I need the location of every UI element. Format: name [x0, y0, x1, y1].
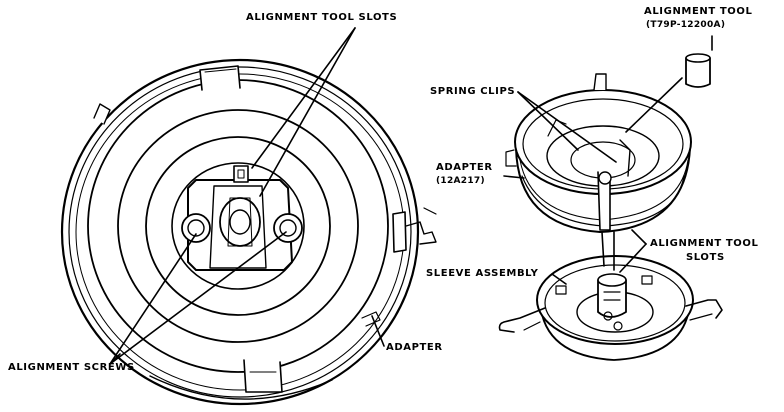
alignment-tool-shape	[685, 53, 711, 88]
label-sleeve-assembly: SLEEVE ASSEMBLY	[426, 268, 539, 279]
label-spring-clips: SPRING CLIPS	[430, 86, 516, 97]
label-adapter-side: ADAPTER	[436, 162, 493, 173]
label-adapter-part-number: (12A217)	[436, 176, 485, 186]
label-alignment-tool: ALIGNMENT TOOL	[644, 6, 753, 17]
label-adapter-bottom: ADAPTER	[386, 342, 443, 353]
label-alignment-tool-slots-right-line1: ALIGNMENT TOOL	[650, 238, 759, 249]
label-alignment-tool-slots-top: ALIGNMENT TOOL SLOTS	[246, 12, 398, 23]
label-alignment-screws: ALIGNMENT SCREWS	[8, 362, 135, 373]
leader-lines-left	[109, 27, 385, 365]
label-alignment-tool-part-number: (T79P-12200A)	[646, 20, 726, 30]
adapter-isometric	[505, 73, 692, 233]
sleeve-assembly	[498, 255, 723, 361]
label-alignment-tool-slots-right-line2: SLOTS	[686, 252, 725, 263]
leader-lines-right	[503, 35, 713, 285]
